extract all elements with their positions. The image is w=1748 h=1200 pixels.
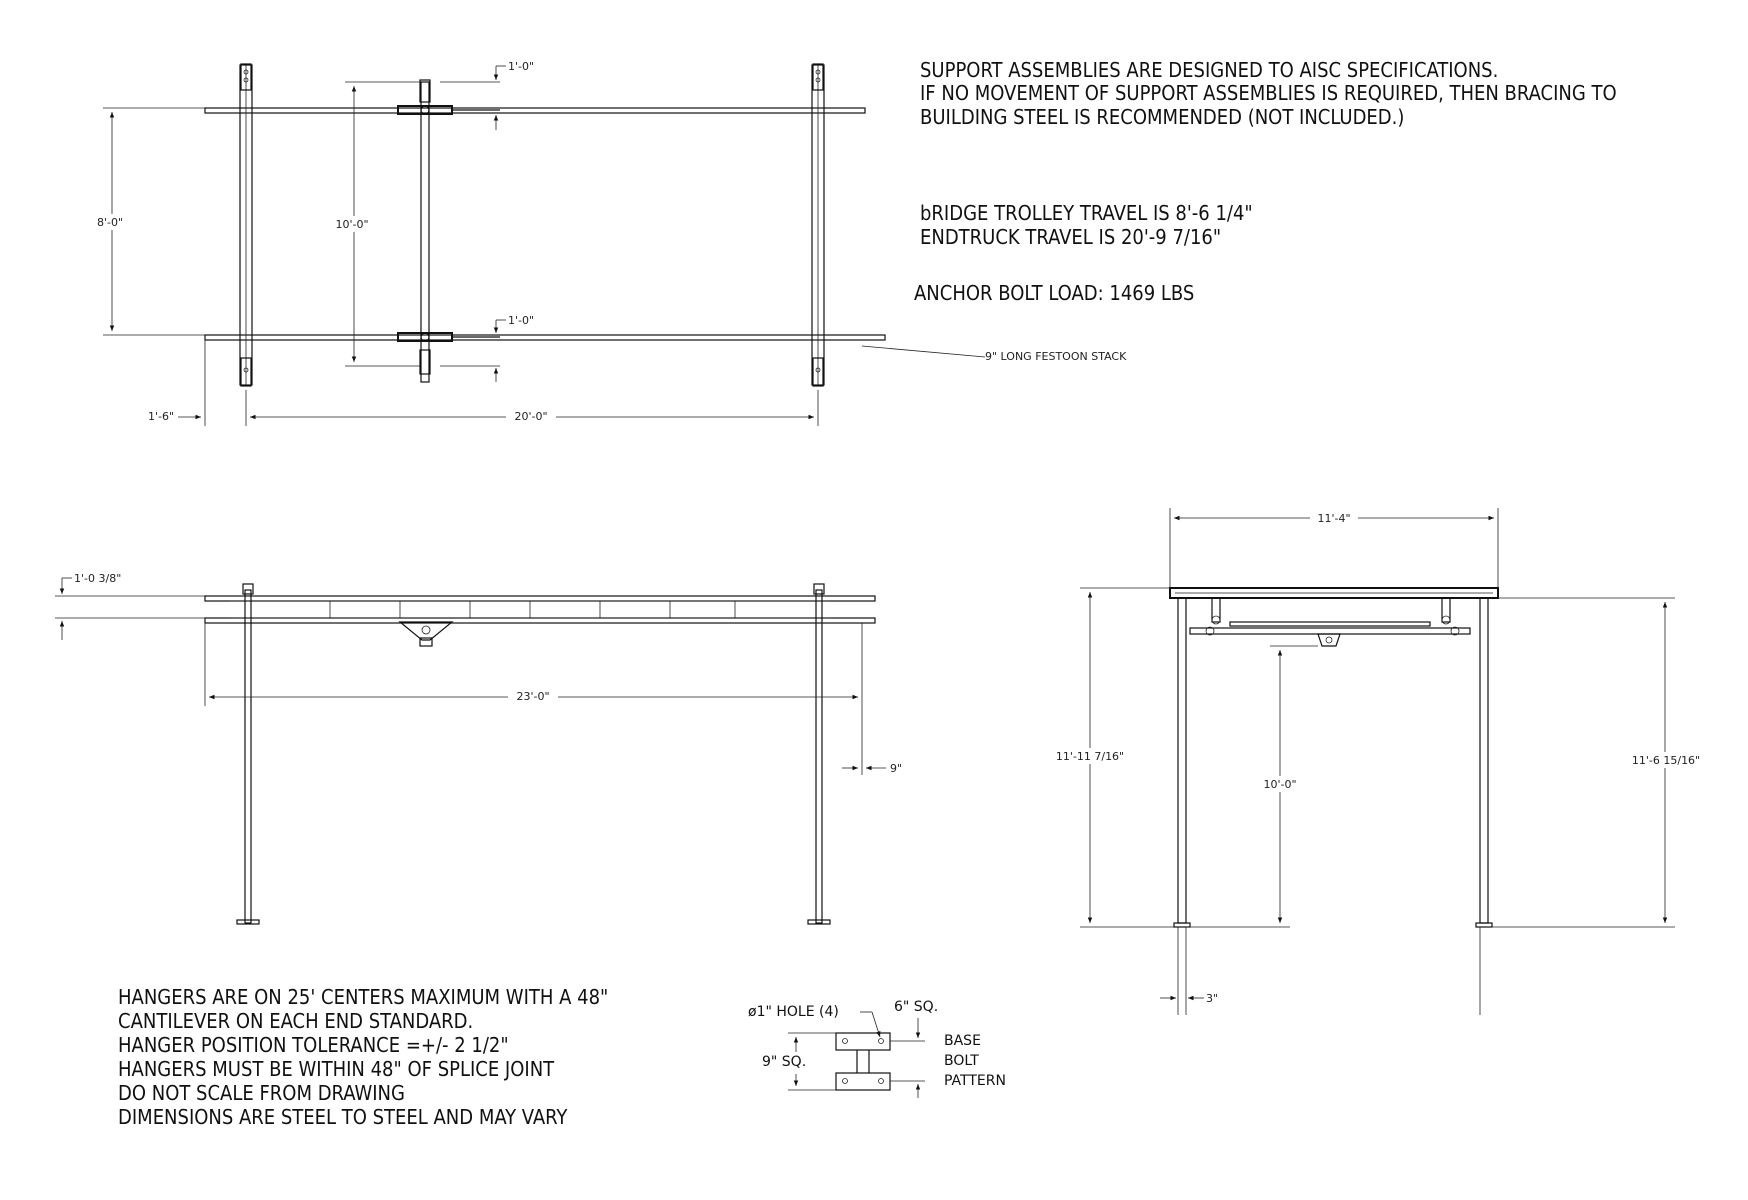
side-trolley <box>398 621 454 641</box>
base-title-line-2: BOLT <box>944 1053 979 1069</box>
bridge-trolley-travel-note: bRIDGE TROLLEY TRAVEL IS 8'-6 1/4" <box>920 201 1253 225</box>
side-post-left <box>244 589 252 924</box>
bottom-note-line-4: HANGERS MUST BE WITHIN 48" OF SPLICE JOI… <box>118 1057 555 1081</box>
side-post-right <box>815 589 823 924</box>
base-hole-label: ø1" HOLE (4) <box>748 1004 839 1020</box>
plan-dim-1-0-top: 1'-0" <box>508 60 534 73</box>
note-line-1: SUPPORT ASSEMBLIES ARE DESIGNED TO AISC … <box>920 58 1498 82</box>
end-post-left <box>1177 597 1187 924</box>
plan-runway-bottom <box>204 334 886 341</box>
end-view: 11'-4" 11'-11 7/16" 10'-0" 11'-6 15/16" … <box>1040 508 1716 1015</box>
plan-dim-8-0: 8'-0" <box>97 216 123 229</box>
general-notes-top: SUPPORT ASSEMBLIES ARE DESIGNED TO AISC … <box>920 58 1617 129</box>
anchor-bolt-load-note: ANCHOR BOLT LOAD: 1469 LBS <box>914 281 1194 305</box>
end-bridge-beam <box>1189 627 1471 635</box>
base-9-sq-label: 9" SQ. <box>762 1054 806 1070</box>
side-base-right <box>807 919 831 925</box>
bottom-note-line-2: CANTILEVER ON EACH END STANDARD. <box>118 1009 473 1033</box>
plan-runway-top <box>204 107 866 114</box>
general-notes-bottom: HANGERS ARE ON 25' CENTERS MAXIMUM WITH … <box>118 985 608 1129</box>
travel-notes: bRIDGE TROLLEY TRAVEL IS 8'-6 1/4" ENDTR… <box>920 201 1253 249</box>
bolt-hole-4 <box>878 1078 884 1084</box>
plan-dim-10-0: 10'-0" <box>335 218 368 231</box>
plan-festoon-label: 9" LONG FESTOON STACK <box>985 350 1127 363</box>
end-trolley-hoist <box>1317 633 1341 647</box>
base-6-sq-label: 6" SQ. <box>894 999 938 1015</box>
end-base-left <box>1173 922 1191 928</box>
base-title-line-1: BASE <box>944 1033 981 1049</box>
side-base-left <box>236 919 260 925</box>
end-dim-11-6-15-16: 11'-6 15/16" <box>1632 754 1700 767</box>
end-dim-11-4: 11'-4" <box>1317 512 1350 525</box>
end-header-beam <box>1169 587 1499 599</box>
note-line-2: IF NO MOVEMENT OF SUPPORT ASSEMBLIES IS … <box>920 81 1617 105</box>
side-dim-23-0: 23'-0" <box>516 690 549 703</box>
plan-bridge-beam <box>420 81 430 383</box>
side-dim-1-0-3-8: 1'-0 3/8" <box>74 572 121 585</box>
endtruck-travel-note: ENDTRUCK TRAVEL IS 20'-9 7/16" <box>920 225 1221 249</box>
plan-dim-20-0: 20'-0" <box>514 410 547 423</box>
end-dim-3: 3" <box>1206 992 1218 1005</box>
bolt-hole-2 <box>878 1038 884 1044</box>
end-dim-10-0: 10'-0" <box>1263 778 1296 791</box>
side-runway-bottom-flange <box>204 617 876 624</box>
note-line-3: BUILDING STEEL IS RECOMMENDED (NOT INCLU… <box>920 105 1404 129</box>
bottom-note-line-3: HANGER POSITION TOLERANCE =+/- 2 1/2" <box>118 1033 509 1057</box>
base-bolt-pattern-detail: ø1" HOLE (4) 6" SQ. 9" SQ. BASE BOLT PAT… <box>748 999 1006 1098</box>
end-base-right <box>1475 922 1493 928</box>
side-dim-9: 9" <box>890 762 902 775</box>
side-runway-top-flange <box>204 595 876 602</box>
base-plate-top <box>835 1032 891 1051</box>
plan-view: 8'-0" 10'-0" 1'-0" 1'-0" 20'-0" 1'-6" 9"… <box>86 60 1127 426</box>
plan-dim-1-6: 1'-6" <box>148 410 174 423</box>
bottom-note-line-1: HANGERS ARE ON 25' CENTERS MAXIMUM WITH … <box>118 985 608 1009</box>
bottom-note-line-6: DIMENSIONS ARE STEEL TO STEEL AND MAY VA… <box>118 1105 568 1129</box>
bolt-hole-1 <box>842 1038 848 1044</box>
bottom-note-line-5: DO NOT SCALE FROM DRAWING <box>118 1081 405 1105</box>
base-title-line-3: PATTERN <box>944 1073 1006 1089</box>
end-post-right <box>1479 597 1489 924</box>
base-plate-bottom <box>835 1072 891 1091</box>
side-view: 1'-0 3/8" 23'-0" 9" <box>55 572 902 925</box>
end-dim-11-11-7-16: 11'-11 7/16" <box>1056 750 1124 763</box>
bolt-hole-3 <box>842 1078 848 1084</box>
plan-dim-1-0-bottom: 1'-0" <box>508 314 534 327</box>
